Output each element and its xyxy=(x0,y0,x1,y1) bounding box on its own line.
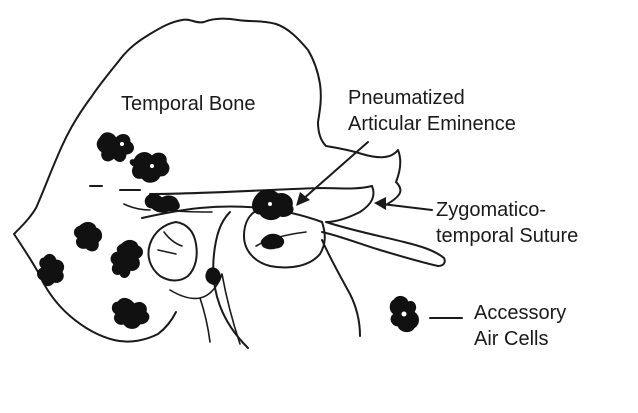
air-cell-4 xyxy=(73,221,103,252)
air-cell-2 xyxy=(129,152,170,183)
styloid-region xyxy=(147,221,198,282)
pneumatized-arrowhead xyxy=(296,192,310,206)
zygomatic-arch-lower xyxy=(321,185,446,267)
air-cell-5 xyxy=(110,239,143,278)
internal-notch xyxy=(157,231,183,255)
air-cell-10 xyxy=(205,267,221,285)
pneumatized-arrow-line xyxy=(301,141,369,201)
air-cell-7 xyxy=(111,297,150,329)
air-cell-1 xyxy=(96,132,134,162)
mastoid-outline xyxy=(13,61,177,343)
zygomatic-arch-upper xyxy=(89,185,373,195)
accessory-line-2: Air Cells xyxy=(474,328,549,350)
zygomatico-arrow-line xyxy=(381,203,433,211)
temporal-bone-outline xyxy=(117,17,402,207)
pneumatized-articular-eminence-label: Pneumatized Articular Eminence xyxy=(348,85,516,137)
pneumatized-line-1: Pneumatized xyxy=(348,87,465,109)
air-cell-9 xyxy=(260,233,285,250)
air-cell-8 xyxy=(252,189,294,221)
air-cell-3 xyxy=(144,193,180,213)
pneumatized-line-2: Articular Eminence xyxy=(348,113,516,135)
zygomatico-arrowhead xyxy=(374,197,386,210)
temporal-bone-text: Temporal Bone xyxy=(121,93,256,115)
air-cell-6 xyxy=(37,253,65,287)
zygomatico-line-2: temporal Suture xyxy=(436,225,579,247)
zygomatico-line-1: Zygomatico- xyxy=(436,199,547,221)
temporal-bone-label: Temporal Bone xyxy=(121,91,256,117)
zygomaticotemporal-suture-label: Zygomatico- temporal Suture xyxy=(436,197,578,249)
styloid-process xyxy=(169,273,241,345)
accessory-line-1: Accessory xyxy=(474,302,567,324)
accessory-air-cells-label: Accessory Air Cells xyxy=(474,300,566,352)
